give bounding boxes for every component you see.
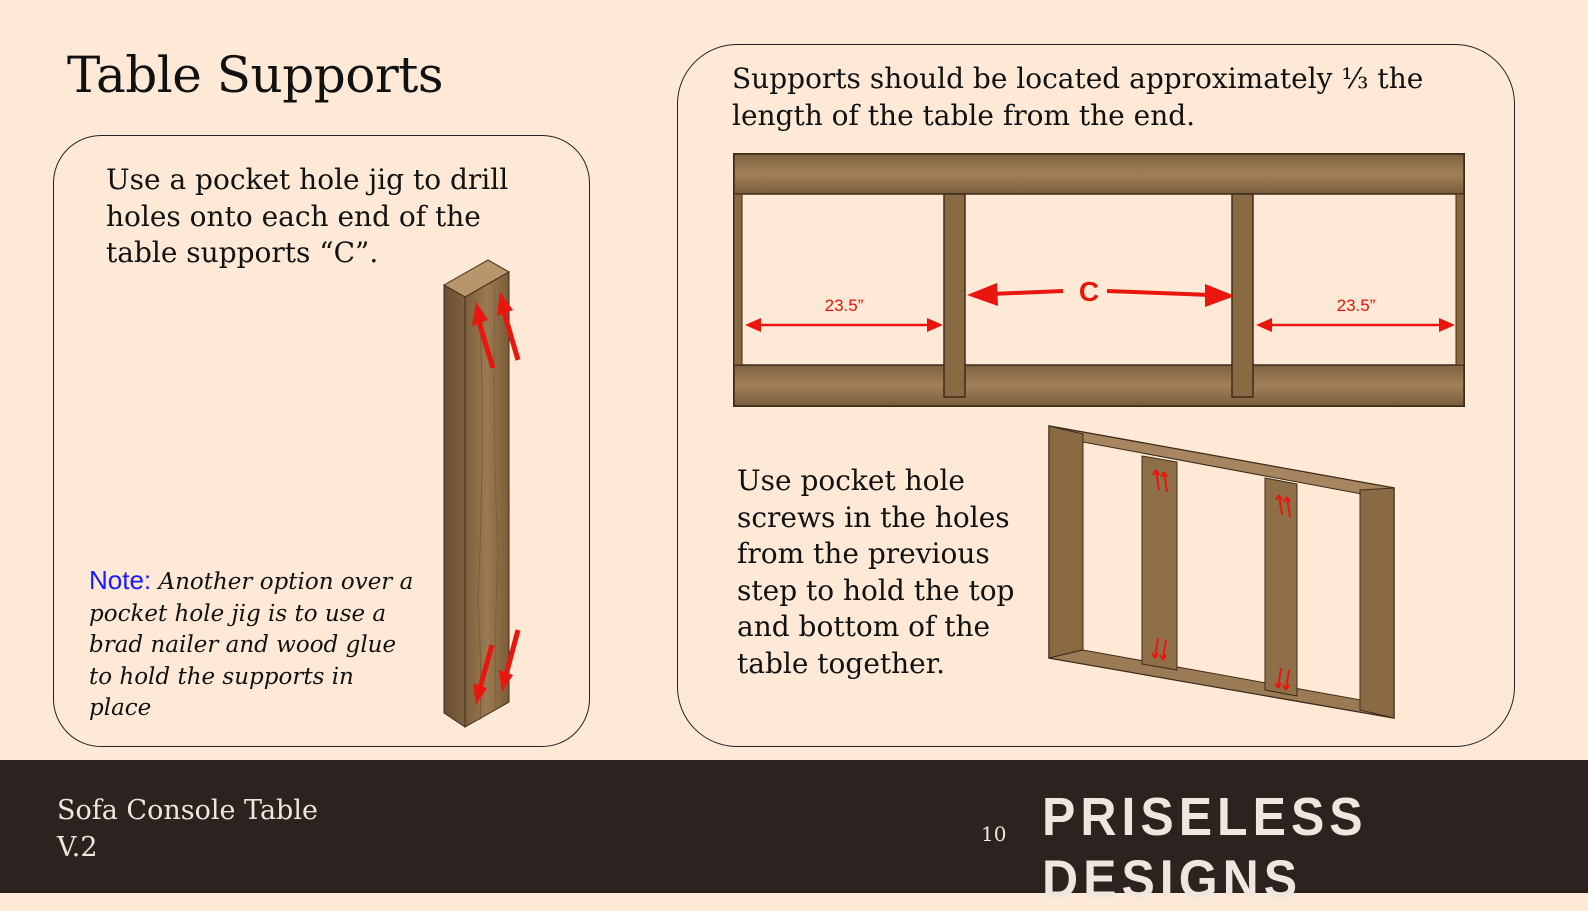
pocket-hole-instruction: Use a pocket hole jig to drill holes ont… [106,163,509,269]
support-location-instruction: Supports should be located approximately… [732,62,1424,132]
note-label: Note: [89,565,152,595]
document-version: V.2 [57,832,98,863]
right-instruction-panel [677,44,1515,747]
left-dimension-label: 23.5” [825,296,864,315]
page-number: 10 [981,822,1007,846]
document-title-line1: Sofa Console Table [57,795,318,826]
note-block: Note: Another option over a pocket hole … [89,565,419,725]
assembled-frame-illustration [1048,425,1395,719]
support-c-left [943,193,966,398]
table-support-board-illustration [442,259,521,728]
pocket-screw-instruction: Use pocket hole screws in the holes from… [737,464,1015,680]
footer-bar: Sofa Console Table V.2 10 PRISELESS DESI… [0,760,1588,910]
support-c-label: C [1079,276,1099,307]
brand-logo-text: PRISELESS DESIGNS [1042,786,1368,910]
table-frame-top-view-diagram: 23.5” 23.5” C [733,153,1465,407]
left-instruction-panel [53,135,590,747]
note-text: Another option over a pocket hole jig is… [89,569,414,721]
right-dimension-label: 23.5” [1337,296,1376,315]
document-title: Sofa Console Table V.2 [57,792,318,866]
page-title: Table Supports [67,46,443,104]
support-c-right [1231,193,1254,398]
